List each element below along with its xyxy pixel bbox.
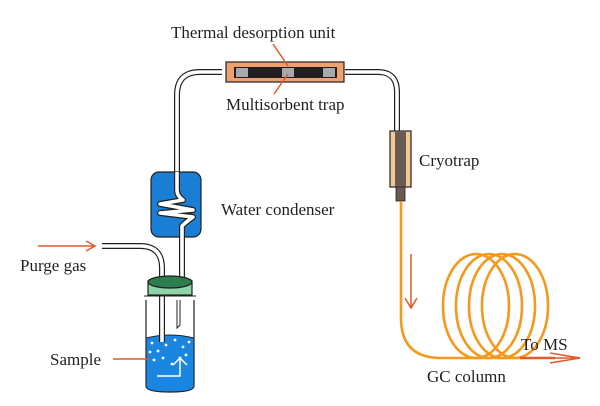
label-purge-gas: Purge gas — [20, 256, 86, 275]
label-sample: Sample — [50, 350, 101, 369]
transfer-line-left — [174, 69, 222, 180]
purge-gas-tube — [102, 243, 165, 340]
water-condenser — [150, 171, 202, 240]
gc-column — [399, 201, 550, 360]
label-cryotrap: Cryotrap — [419, 151, 479, 170]
label-to-ms: To MS — [521, 335, 568, 354]
label-gc-column: GC column — [427, 367, 506, 386]
purge-gas-arrow-icon — [38, 240, 97, 252]
thermal-desorption-unit — [225, 61, 345, 83]
stir-arrow-icon — [157, 356, 188, 377]
label-multisorbent-trap: Multisorbent trap — [226, 95, 345, 114]
desorption-unit-pointer — [272, 43, 289, 67]
flow-down-arrow-icon — [404, 254, 418, 310]
bubbles — [148, 338, 191, 366]
sample-liquid — [145, 334, 195, 393]
sample-vial — [144, 275, 196, 393]
multisorbent-trap-pointer — [273, 73, 289, 95]
cryotrap — [389, 130, 412, 202]
label-thermal-desorption-unit: Thermal desorption unit — [171, 23, 336, 42]
transfer-line-right — [345, 69, 400, 132]
label-water-condenser: Water condenser — [221, 200, 335, 219]
